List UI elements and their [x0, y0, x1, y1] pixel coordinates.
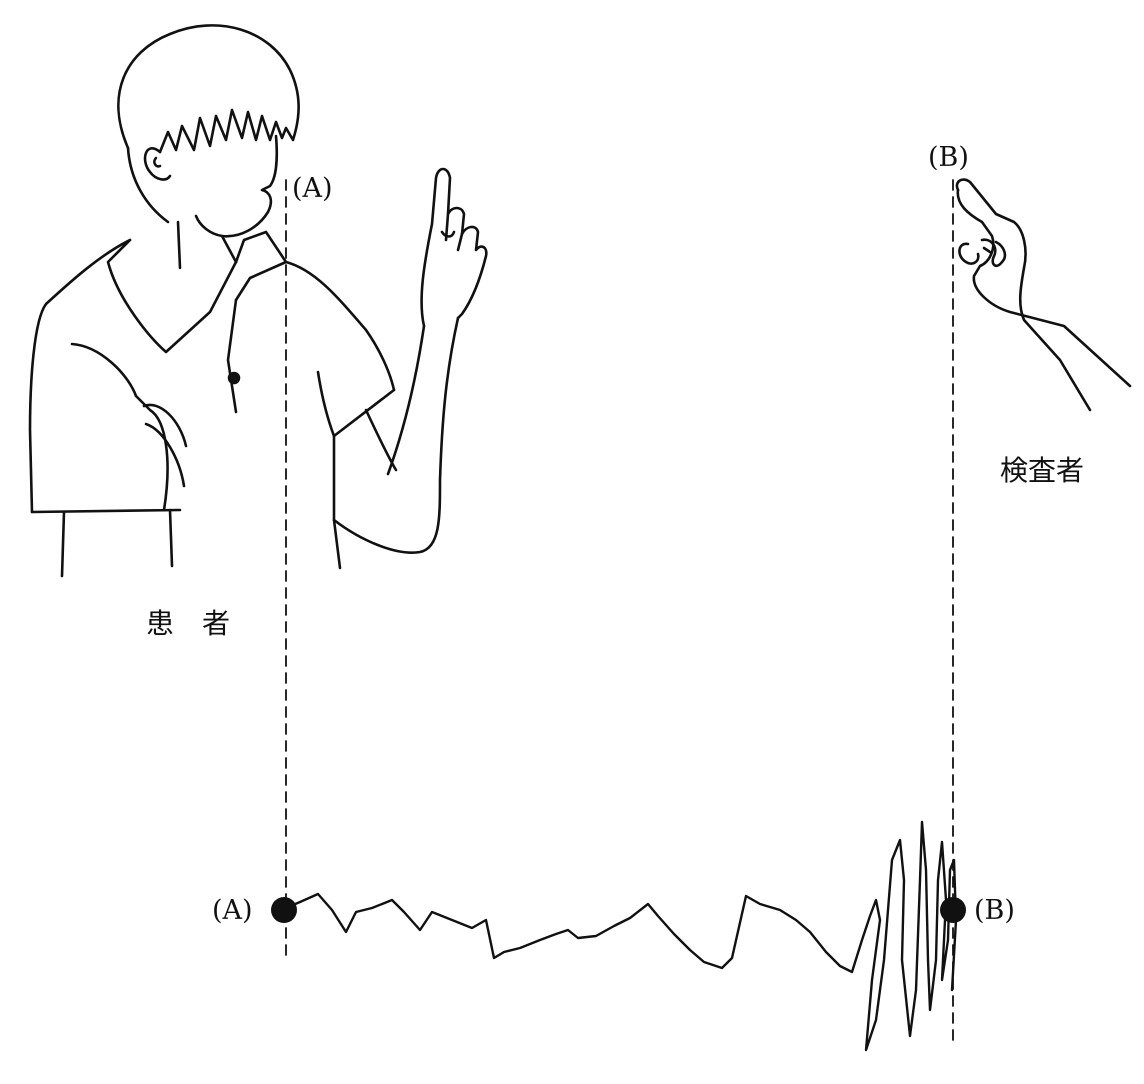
patient-forearm-outer: [332, 316, 460, 554]
patient-collar-right: [234, 230, 288, 302]
label-point-b-top: (B): [928, 142, 969, 173]
patient-shirt-button: [227, 371, 241, 385]
examiner-curled-fingers: [958, 238, 1007, 268]
patient-forearm-inner: [364, 324, 426, 476]
patient-trouser-left: [60, 510, 66, 578]
examiner-index-finger: [955, 178, 1092, 412]
patient-collar-left: [106, 238, 238, 354]
movement-trace: [284, 820, 958, 1052]
label-examiner: 検査者: [1000, 454, 1084, 487]
point-a-marker: [271, 897, 297, 923]
examiner-hand: [955, 178, 1132, 412]
patient-ear-inner: [153, 156, 162, 168]
patient-shoulders: [28, 238, 132, 514]
examiner-thumb-detail: [982, 246, 992, 254]
patient-sleeve-right: [316, 370, 396, 438]
patient-figure: [28, 24, 488, 578]
label-point-a-top: (A): [292, 173, 333, 204]
label-point-a-bottom: (A): [212, 895, 253, 926]
patient-side-right: [332, 434, 342, 570]
patient-sleeve-left: [70, 342, 169, 512]
patient-neck-front: [220, 234, 238, 264]
examiner-palm: [956, 188, 1132, 388]
patient-shirt-hem: [30, 508, 182, 514]
patient-trouser-right: [168, 508, 174, 568]
patient-shoulder-right: [284, 260, 396, 392]
patient-hand: [420, 167, 488, 328]
patient-face: [194, 134, 279, 238]
patient-hair: [117, 24, 300, 154]
patient-neck: [176, 220, 182, 270]
patient-placket: [226, 298, 238, 414]
patient-ear: [143, 147, 172, 181]
patient-head-back: [126, 146, 170, 224]
label-patient: 患 者: [146, 607, 230, 640]
patient-finger-detail: [440, 212, 464, 252]
patient-sleeve-cuff2: [144, 422, 186, 488]
patient-sleeve-cuff: [142, 403, 188, 448]
label-point-b-bottom: (B): [974, 895, 1015, 926]
point-b-marker: [940, 897, 966, 923]
